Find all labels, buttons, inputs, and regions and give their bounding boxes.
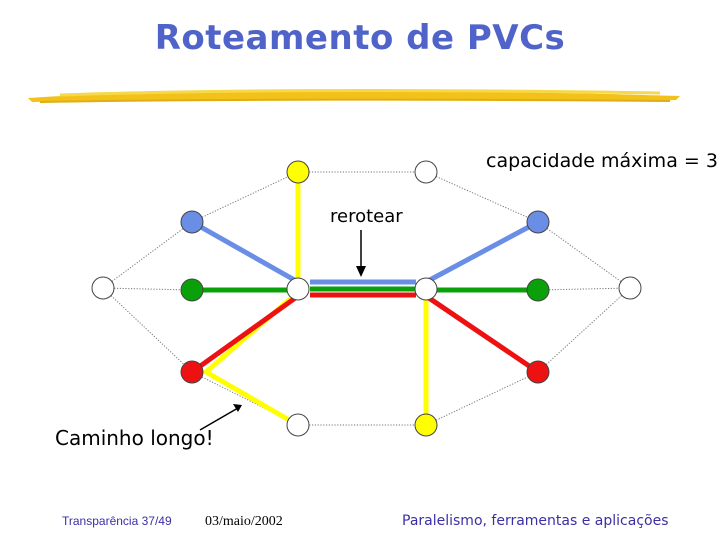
footer-date: 03/maio/2002: [205, 514, 283, 529]
node-center-left: [286, 277, 310, 301]
capacity-label: capacidade máxima = 3: [486, 150, 718, 172]
footer-course: Paralelismo, ferramentas e aplicações: [402, 513, 669, 529]
node-left: [91, 276, 115, 300]
node-red-right: [526, 360, 550, 384]
reroute-label: rerotear: [330, 206, 403, 227]
long-path-label: Caminho longo!: [55, 426, 214, 450]
slide-number: Transparência 37/49: [62, 514, 172, 528]
node-blue-left: [180, 210, 204, 234]
title-underline-brush: [28, 89, 680, 103]
node-top-right: [414, 160, 438, 184]
node-yellow-bottom: [414, 413, 438, 437]
page-title: Roteamento de PVCs: [154, 18, 566, 58]
node-green-left: [180, 278, 204, 302]
reroute-arrow: [356, 230, 366, 277]
node-red-left: [180, 360, 204, 384]
node-bottom-left: [286, 413, 310, 437]
node-yellow-top: [286, 160, 310, 184]
node-center-right: [414, 277, 438, 301]
long-path-arrow: [199, 404, 242, 431]
node-right: [618, 276, 642, 300]
node-green-right: [526, 278, 550, 302]
node-blue-right: [526, 210, 550, 234]
